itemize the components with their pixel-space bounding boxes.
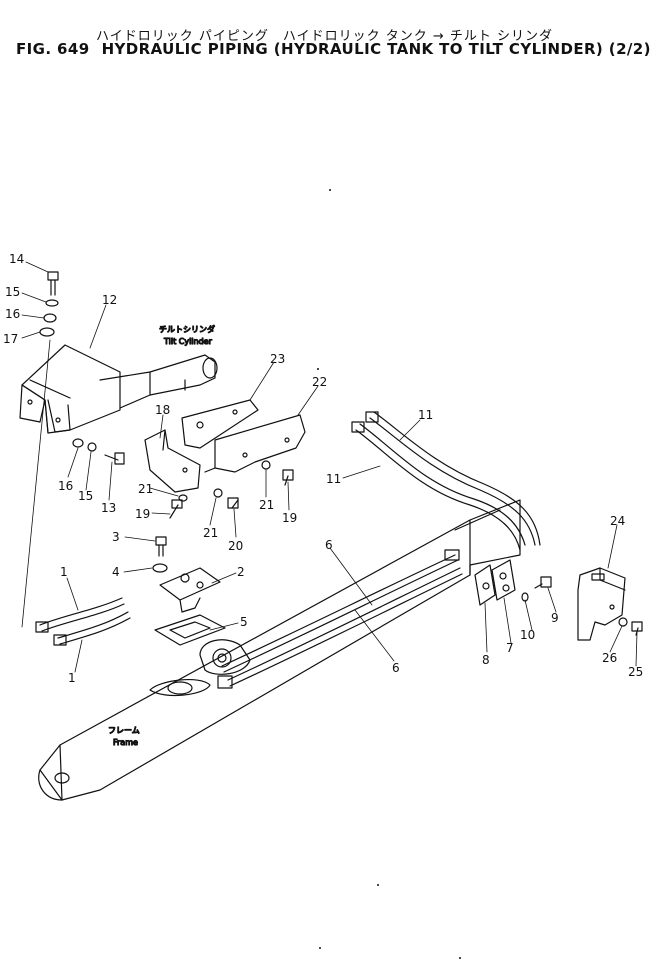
washer-16b: [72, 438, 84, 448]
bolt-19b: [282, 469, 294, 486]
callout: 11: [418, 408, 433, 422]
hose-1: [35, 597, 131, 646]
washer-4: [152, 563, 168, 573]
cover-24: [577, 567, 626, 641]
washer-21c: [261, 460, 271, 470]
callout: 17: [3, 332, 18, 346]
callout: 10: [520, 628, 535, 642]
flange-7: [491, 559, 516, 601]
diagram-title: FIG. 649 HYDRAULIC PIPING (HYDRAULIC TANK…: [16, 40, 654, 58]
callout: 8: [482, 653, 490, 667]
callout: 15: [78, 489, 93, 503]
washer-15: [45, 299, 59, 307]
callout: 6: [392, 661, 400, 675]
scan-specks: [317, 189, 461, 959]
callout: 16: [5, 307, 20, 321]
callout: 16: [58, 479, 73, 493]
callout: 14: [9, 252, 24, 266]
callout: 15: [5, 285, 20, 299]
cover-12: [19, 344, 121, 434]
bolt-20: [227, 497, 239, 509]
bolt-3: [155, 536, 167, 557]
callout: 20: [228, 539, 243, 553]
flange-8: [474, 564, 496, 606]
tilt-cylinder-label-jp: チルトシリンダ: [159, 324, 215, 334]
callout: 2: [237, 565, 245, 579]
callout: 18: [155, 403, 170, 417]
callout: 1: [60, 565, 68, 579]
bracket-18: [144, 429, 201, 493]
callout: 1: [68, 671, 76, 685]
washer-21b: [213, 488, 223, 498]
bolt-19a: [169, 499, 183, 519]
callout: 13: [101, 501, 116, 515]
callout-numbers: 14 15 16 17 12 23 22 18 11 11 16 15 13 2…: [3, 252, 643, 685]
diagram-title-japanese: ハイドロリック パイピング ハイドロリック タンク → チルト シリンダ: [96, 29, 554, 44]
plate-5: [154, 614, 226, 646]
callout: 12: [102, 293, 117, 307]
callout: 21: [203, 526, 218, 540]
callout: 4: [112, 565, 120, 579]
bolt-25: [631, 621, 643, 636]
callout: 19: [135, 507, 150, 521]
washer-17: [39, 327, 55, 337]
callout: 21: [138, 482, 153, 496]
washer-26: [618, 617, 628, 627]
hose-6: [217, 549, 463, 689]
washer-21a: [178, 494, 188, 502]
callout: 24: [610, 514, 625, 528]
washer-15b: [87, 442, 97, 452]
callout: 26: [602, 651, 617, 665]
callout: 19: [282, 511, 297, 525]
bolt-14: [47, 271, 59, 296]
frame-label-en: Frame: [113, 738, 138, 747]
bolt-9: [534, 576, 552, 589]
frame: [38, 499, 521, 801]
washer-16: [43, 313, 57, 323]
callout: 22: [312, 375, 327, 389]
leader-lines: [21, 261, 638, 673]
callout: 3: [112, 530, 120, 544]
callout: 23: [270, 352, 285, 366]
bolt-13: [104, 452, 125, 465]
callout: 25: [628, 665, 643, 679]
pipe-11: [351, 411, 541, 551]
figure-number: FIG. 649: [16, 40, 90, 58]
frame-label-jp: フレーム: [108, 726, 140, 735]
block-2: [159, 567, 221, 613]
guard-23: [181, 399, 259, 449]
plate-22: [204, 414, 306, 473]
callout: 21: [259, 498, 274, 512]
tilt-cylinder-label-en: Tilt Cylinder: [163, 337, 213, 346]
callout: 9: [551, 611, 559, 625]
callout: 11: [326, 472, 341, 486]
callout: 5: [240, 615, 248, 629]
callout: 7: [506, 641, 514, 655]
callout: 6: [325, 538, 333, 552]
figure-title: HYDRAULIC PIPING (HYDRAULIC TANK TO TILT…: [101, 40, 651, 58]
tilt-cylinder: [99, 354, 218, 409]
